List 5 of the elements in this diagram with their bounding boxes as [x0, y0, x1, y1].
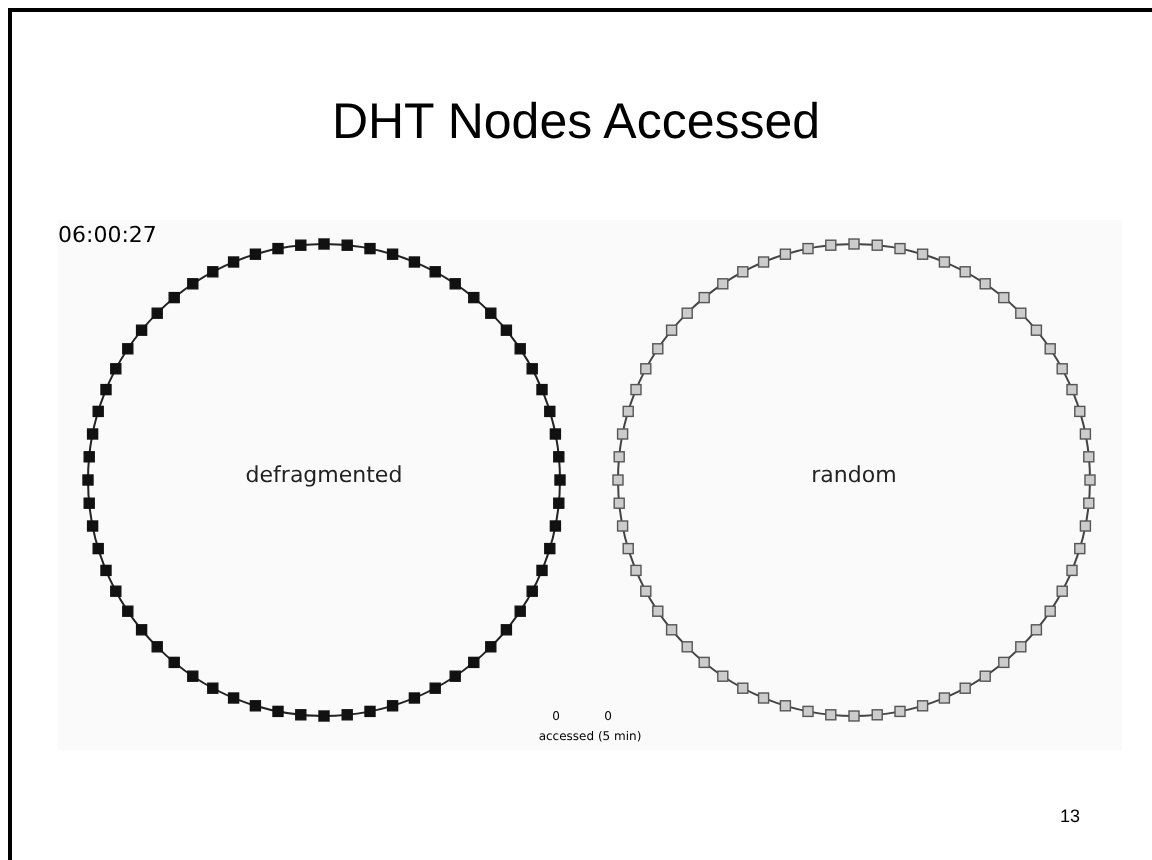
ring-label: random — [809, 462, 899, 488]
page-number: 13 — [1057, 806, 1082, 826]
slide-title: DHT Nodes Accessed — [329, 94, 823, 152]
timestamp: 06:00:27 — [58, 222, 159, 248]
ring-label: defragmented — [243, 462, 405, 488]
